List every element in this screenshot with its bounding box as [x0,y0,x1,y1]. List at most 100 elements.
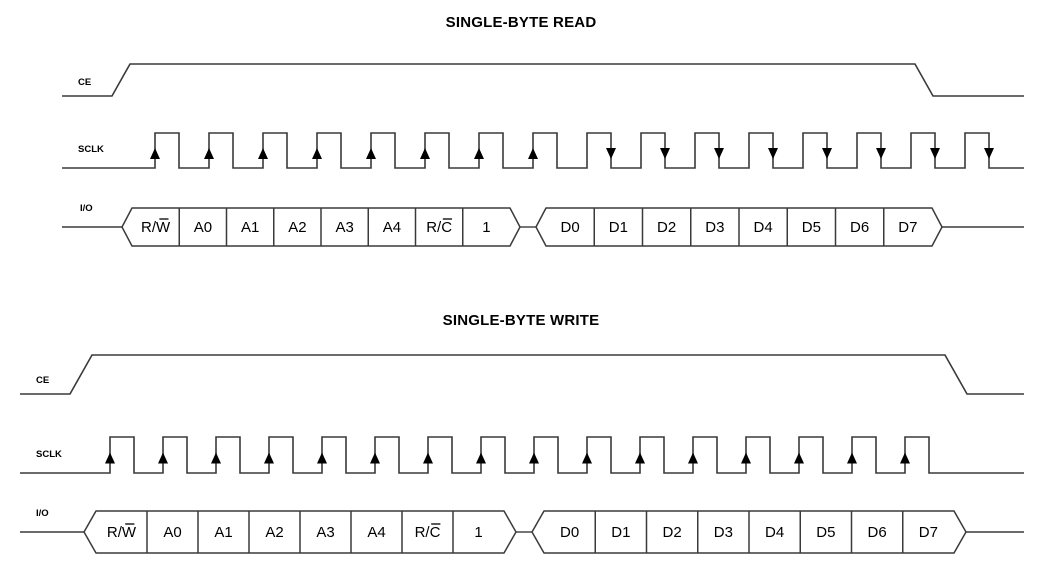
read-bus-cell-1-7[interactable]: 1 [482,219,490,236]
write-io-signal: R/W A0 A1 A2 A3 A4 R/C 1 D0 D1 D2 D3 D4 D5 D6 D7 I/O [20,508,1024,554]
read-sclk-signal: SCLK [62,132,1024,169]
write-bus-cell-label-2-3: D3 [714,524,733,541]
read-sclk-edge-arrow-12-down [768,148,778,159]
read-sclk-edge-arrow-14-down [876,148,886,159]
write-bus-cell-2-6[interactable]: D6 [868,524,887,541]
read-bus-cell-1-5[interactable]: A4 [383,219,401,236]
write-ce-signal: CE [20,354,1024,395]
read-bus-group-2: D0 D1 D2 D3 D4 D5 D6 D7 [535,207,943,247]
read-diagram-title: SINGLE-BYTE READ [445,14,597,31]
read-sclk-edge-arrow-2-up [204,148,214,159]
write-bus-cell-1-0[interactable]: R/W [107,523,137,541]
write-sclk-edge-arrow-13-up [741,452,751,464]
read-sclk-edge-arrow-10-down [660,148,670,159]
read-bus-cell-1-1[interactable]: A0 [194,219,212,236]
write-ce-waveform [20,354,1024,395]
write-io-label: I/O [36,508,49,519]
write-sclk-edge-arrow-14-up [794,452,804,464]
write-bus-cell-2-3[interactable]: D3 [714,524,733,541]
read-bus-cell-2-0[interactable]: D0 [561,219,580,236]
write-bus-cell-2-0[interactable]: D0 [560,524,579,541]
read-bus-cell-label-1-2: A1 [241,219,259,236]
write-sclk-edge-arrow-8-up [476,452,486,464]
write-ce-label: CE [36,375,49,386]
read-bus-cell-label-1-1: A0 [194,219,212,236]
write-sclk-edge-arrow-3-up [211,452,221,464]
write-bus-cell-label-1-3: A2 [265,524,283,541]
write-sclk-edge-arrow-5-up [317,452,327,464]
write-sclk-edge-arrow-1-up [105,452,115,464]
read-bus-cell-2-5[interactable]: D5 [802,219,821,236]
read-bus-cell-label-2-7: D7 [898,219,917,236]
write-bus-cell-2-2[interactable]: D2 [663,524,682,541]
read-bus-cell-1-4[interactable]: A3 [335,219,353,236]
read-ce-waveform [62,63,1024,97]
write-bus-cell-label-2-6: D6 [868,524,887,541]
write-bus-cell-1-4[interactable]: A3 [316,524,334,541]
write-bus-cell-label-1-1: A0 [163,524,181,541]
read-bus-cell-label-2-6: D6 [850,219,869,236]
write-sclk-edge-arrow-16-up [900,452,910,464]
read-bus-cell-2-4[interactable]: D4 [754,219,773,236]
write-bus-cell-label-1-7: 1 [474,524,482,541]
write-sclk-edge-arrow-9-up [529,452,539,464]
read-bus-cell-label-2-0: D0 [561,219,580,236]
read-bus-cell-label-2-1: D1 [609,219,628,236]
read-sclk-edge-arrow-9-down [606,148,616,159]
write-bus-cell-1-5[interactable]: A4 [367,524,385,541]
write-sclk-edge-arrow-6-up [370,452,380,464]
write-diagram-title: SINGLE-BYTE WRITE [442,312,600,329]
read-bus-cell-2-1[interactable]: D1 [609,219,628,236]
write-bus-cell-label-1-0: R/W [107,524,137,541]
read-bus-cell-label-1-4: A3 [335,219,353,236]
write-bus-cell-label-2-1: D1 [611,524,630,541]
read-bus-cell-2-7[interactable]: D7 [898,219,917,236]
write-bus-cell-label-2-5: D5 [816,524,835,541]
write-bus-cell-label-1-6: R/C [415,524,441,541]
read-bus-outline-2 [535,207,943,247]
write-bus-group-1: R/W A0 A1 A2 A3 A4 R/C 1 [83,510,517,554]
read-sclk-edge-arrow-4-up [312,148,322,159]
read-bus-cell-1-0[interactable]: R/W [141,218,171,236]
read-sclk-edge-arrow-6-up [420,148,430,159]
write-bus-cell-1-1[interactable]: A0 [163,524,181,541]
write-sclk-edge-arrow-11-up [635,452,645,464]
read-bus-cell-label-1-7: 1 [482,219,490,236]
write-bus-cell-1-6[interactable]: R/C [415,523,441,541]
write-sclk-edge-arrow-15-up [847,452,857,464]
write-bus-cell-label-1-4: A3 [316,524,334,541]
write-sclk-edge-arrow-12-up [688,452,698,464]
read-bus-outline-1 [121,207,521,247]
read-bus-cell-2-3[interactable]: D3 [705,219,724,236]
read-bus-cell-label-2-5: D5 [802,219,821,236]
write-bus-cell-2-7[interactable]: D7 [919,524,938,541]
write-bus-cell-label-2-2: D2 [663,524,682,541]
read-bus-cell-label-1-6: R/C [426,219,452,236]
write-sclk-edge-arrow-4-up [264,452,274,464]
write-sclk-edge-arrow-2-up [158,452,168,464]
write-bus-cell-1-2[interactable]: A1 [214,524,232,541]
write-bus-cell-1-3[interactable]: A2 [265,524,283,541]
read-bus-cell-1-6[interactable]: R/C [426,218,452,236]
write-bus-cell-1-7[interactable]: 1 [474,524,482,541]
read-sclk-edge-arrow-7-up [474,148,484,159]
write-diagram: CE SCLK R/W A0 A1 A2 A3 A4 R/C 1 D0 D1 D2 D3 D4 D5 D6 D7 I… [20,354,1024,554]
write-bus-cell-2-1[interactable]: D1 [611,524,630,541]
read-bus-cell-1-2[interactable]: A1 [241,219,259,236]
write-bus-outline-2 [531,510,967,554]
write-sclk-edge-arrow-7-up [423,452,433,464]
read-sclk-edge-arrow-3-up [258,148,268,159]
read-bus-cell-label-2-4: D4 [754,219,773,236]
read-sclk-waveform [62,132,1024,169]
write-bus-cell-2-5[interactable]: D5 [816,524,835,541]
write-bus-cell-2-4[interactable]: D4 [765,524,784,541]
read-bus-cell-2-6[interactable]: D6 [850,219,869,236]
read-bus-cell-2-2[interactable]: D2 [657,219,676,236]
write-bus-cell-label-1-5: A4 [367,524,385,541]
read-sclk-edge-arrow-5-up [366,148,376,159]
write-sclk-label: SCLK [36,449,62,460]
read-bus-cell-1-3[interactable]: A2 [288,219,306,236]
